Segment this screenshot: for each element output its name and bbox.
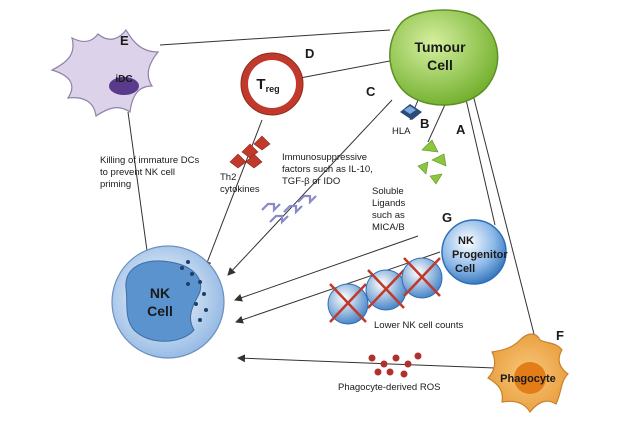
idc-cell-body [50, 28, 160, 118]
idc-cell: iDC [50, 28, 160, 118]
nk-label-line2: Cell [147, 303, 173, 319]
tumour-cell: Tumour Cell [389, 9, 499, 106]
th2-label: Th2 cytokines [220, 172, 260, 195]
crossed-cell-2 [365, 269, 407, 311]
letter-e: E [120, 33, 129, 48]
phagocyte-nucleus [514, 362, 546, 394]
soluble-ligands-label: Soluble Ligands such as MICA/B [372, 186, 408, 233]
phagocyte-cell: Phagocyte [487, 333, 569, 414]
line-treg-to-tumour [299, 59, 396, 79]
lower-counts-label: Lower NK cell counts [374, 320, 463, 331]
progenitor-label-line3: Cell [455, 263, 475, 275]
crossed-cell-1 [327, 283, 369, 325]
arrow-from-soluble [234, 235, 419, 302]
soluble-ligands-icon [417, 139, 447, 185]
annotation-labels: Killing of immature DCs to prevent NK ce… [100, 126, 463, 393]
arrow-from-treg [203, 119, 263, 269]
cross-icon [329, 283, 367, 323]
phagocyte-label: Phagocyte [500, 373, 556, 385]
letter-c: C [366, 84, 376, 99]
th2-cytokines-icon [229, 135, 271, 169]
treg-cell-core [248, 60, 296, 108]
line-progenitor-to-tumour [461, 81, 496, 226]
arrow-from-immunosuppressive [227, 99, 393, 276]
letter-d: D [305, 46, 314, 61]
cross-icon [367, 269, 405, 309]
idc-killing-label: Killing of immature DCs to prevent NK ce… [100, 155, 202, 190]
crossed-cell-3 [401, 257, 443, 299]
progenitor-label-line2: Progenitor [452, 249, 508, 261]
cross-icon [403, 257, 441, 297]
progenitor-label: NK [458, 235, 474, 247]
nk-cell-nucleus [125, 260, 202, 342]
treg-label-subscript: reg [266, 84, 280, 94]
hla-label: HLA [392, 126, 411, 137]
letter-a: A [456, 122, 466, 137]
treg-label: Treg [256, 76, 279, 94]
letter-f: F [556, 328, 564, 343]
idc-nucleus [109, 77, 139, 95]
nk-cell: NK Cell [111, 245, 225, 359]
lower-nk-counts-cells [327, 257, 443, 325]
arrow-from-idc [127, 111, 152, 259]
immunosuppressive-label: Immunosuppressive factors such as IL-10,… [282, 152, 375, 187]
nk-label: NK [150, 285, 170, 301]
nk-granules [180, 260, 208, 322]
tumour-label-line2: Cell [427, 57, 453, 73]
immunosuppressive-factors-icon [261, 194, 317, 225]
tumour-cell-body [389, 9, 499, 106]
arrows-to-nk [127, 99, 496, 369]
hla-icon [400, 104, 422, 120]
tumour-label: Tumour [414, 39, 466, 55]
line-idc-to-tumour [159, 29, 391, 46]
pathway-letters: A B C D E F G [120, 33, 564, 343]
arrow-from-phagocyte [237, 354, 496, 369]
nk-progenitor-cell: NK Progenitor Cell [441, 219, 508, 285]
letter-b: B [420, 116, 429, 131]
idc-label: iDC [115, 74, 132, 85]
treg-cell: Treg [240, 52, 304, 116]
line-phagocyte-to-tumour [467, 74, 536, 339]
progenitor-cell-body [441, 219, 507, 285]
letter-g: G [442, 210, 452, 225]
ros-label: Phagocyte-derived ROS [338, 382, 440, 393]
ros-icon [368, 352, 422, 378]
